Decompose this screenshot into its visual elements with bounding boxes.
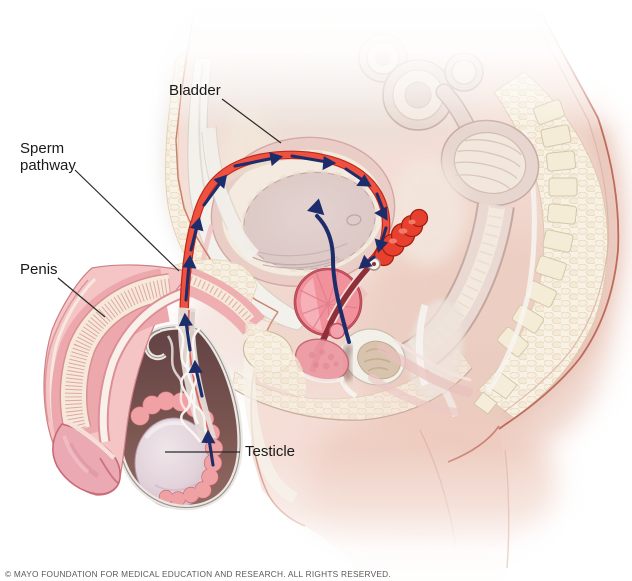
- svg-text:Testicle: Testicle: [245, 443, 295, 460]
- svg-text:© MAYO FOUNDATION FOR MEDICAL: © MAYO FOUNDATION FOR MEDICAL EDUCATION …: [5, 569, 391, 579]
- svg-text:pathway: pathway: [20, 157, 76, 174]
- svg-text:Bladder: Bladder: [169, 82, 221, 99]
- svg-text:Sperm: Sperm: [20, 140, 64, 157]
- svg-text:Penis: Penis: [20, 261, 58, 278]
